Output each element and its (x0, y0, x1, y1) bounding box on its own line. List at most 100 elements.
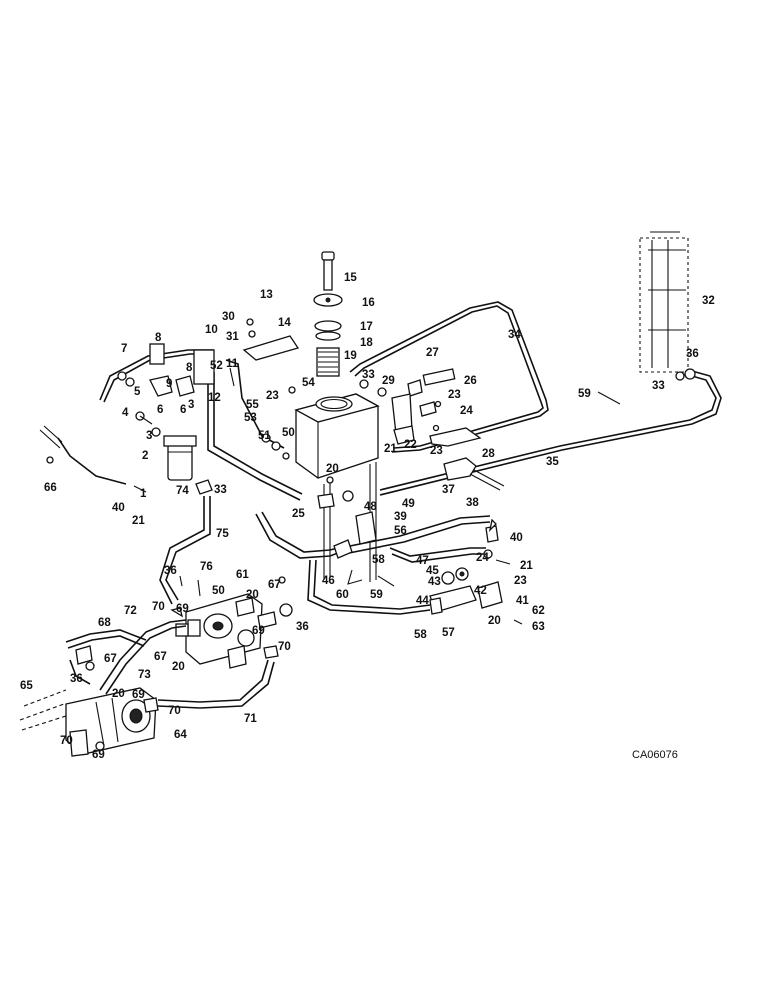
filter-cap-stack (313, 251, 343, 377)
callout-32: 32 (702, 295, 715, 307)
main-pump (175, 593, 263, 669)
callout-36: 36 (296, 621, 309, 633)
callout-35: 35 (546, 456, 559, 468)
callout-59: 59 (370, 589, 383, 601)
callout-48: 48 (364, 501, 377, 513)
callout-3: 3 (188, 399, 194, 411)
callout-53: 53 (244, 412, 257, 424)
callout-8: 8 (186, 362, 193, 374)
callout-47: 47 (416, 555, 429, 567)
callout-70: 70 (60, 735, 73, 747)
callout-23: 23 (514, 575, 527, 587)
callout-40: 40 (112, 502, 125, 514)
callout-67: 67 (268, 579, 281, 591)
upper-right-fittings (391, 368, 505, 491)
callout-45: 45 (426, 565, 439, 577)
callout-66: 66 (44, 482, 57, 494)
callout-26: 26 (464, 375, 477, 387)
callout-27: 27 (426, 347, 439, 359)
callout-5: 5 (134, 386, 141, 398)
callout-20: 20 (172, 661, 185, 673)
callout-50: 50 (282, 427, 295, 439)
callout-21: 21 (384, 443, 397, 455)
callout-41: 41 (516, 595, 529, 607)
callout-17: 17 (360, 321, 373, 333)
callout-20: 20 (488, 615, 501, 627)
callout-73: 73 (138, 669, 151, 681)
callout-58: 58 (414, 629, 427, 641)
callout-30: 30 (222, 311, 235, 323)
callout-74: 74 (176, 485, 189, 497)
callout-36: 36 (686, 348, 699, 360)
lower-hoses (65, 603, 293, 713)
upper-left-lines (39, 335, 303, 501)
callout-37: 37 (442, 484, 455, 496)
callout-2: 2 (142, 450, 148, 462)
callout-22: 22 (404, 439, 417, 451)
callout-68: 68 (98, 617, 111, 629)
callout-24: 24 (476, 552, 489, 564)
callout-65: 65 (20, 680, 33, 692)
callout-29: 29 (382, 375, 395, 387)
callout-43: 43 (428, 576, 441, 588)
inline-filter (135, 411, 213, 605)
callout-57: 57 (442, 627, 455, 639)
callout-6: 6 (180, 404, 186, 416)
oil-cooler (639, 231, 696, 381)
callout-labels: 1 2 3 3 4 5 6 6 7 8 8 9 10 11 12 13 14 1… (20, 272, 715, 761)
callout-52: 52 (210, 360, 223, 372)
callout-38: 38 (466, 497, 479, 509)
callout-23: 23 (448, 389, 461, 401)
callout-20: 20 (326, 463, 339, 475)
callout-40: 40 (510, 532, 523, 544)
callout-44: 44 (416, 595, 429, 607)
small-fasteners (46, 318, 621, 625)
callout-36: 36 (164, 565, 177, 577)
callout-8: 8 (155, 332, 162, 344)
callout-70: 70 (278, 641, 291, 653)
callout-64: 64 (174, 729, 187, 741)
callout-10: 10 (205, 324, 218, 336)
callout-62: 62 (532, 605, 545, 617)
callout-69: 69 (132, 689, 145, 701)
callout-11: 11 (226, 358, 239, 370)
callout-33: 33 (652, 380, 665, 392)
callout-33: 33 (362, 369, 375, 381)
callout-39: 39 (394, 511, 407, 523)
callout-46: 46 (322, 575, 335, 587)
callout-70: 70 (152, 601, 165, 613)
auxiliary-pump (19, 687, 157, 757)
callout-69: 69 (92, 749, 105, 761)
callout-25: 25 (292, 508, 305, 520)
callout-70: 70 (168, 705, 181, 717)
callout-3: 3 (146, 430, 152, 442)
callout-60: 60 (336, 589, 349, 601)
callout-23: 23 (430, 445, 443, 457)
callout-50: 50 (212, 585, 225, 597)
callout-4: 4 (122, 407, 129, 419)
center-lines (255, 493, 491, 615)
callout-18: 18 (360, 337, 373, 349)
callout-20: 20 (246, 589, 259, 601)
callout-63: 63 (532, 621, 545, 633)
callout-15: 15 (344, 272, 357, 284)
callout-75: 75 (216, 528, 229, 540)
callout-20: 20 (112, 688, 125, 700)
callout-49: 49 (402, 498, 415, 510)
callout-72: 72 (124, 605, 137, 617)
callout-61: 61 (236, 569, 249, 581)
drawing-reference-code: CA06076 (632, 749, 678, 761)
callout-24: 24 (460, 405, 473, 417)
callout-16: 16 (362, 297, 375, 309)
callout-54: 54 (302, 377, 315, 389)
callout-28: 28 (482, 448, 495, 460)
callout-56: 56 (394, 525, 407, 537)
callout-9: 9 (166, 378, 172, 390)
callout-34: 34 (508, 329, 521, 341)
callout-67: 67 (104, 653, 117, 665)
callout-21: 21 (132, 515, 145, 527)
callout-58: 58 (372, 554, 385, 566)
callout-31: 31 (226, 331, 239, 343)
callout-42: 42 (474, 585, 487, 597)
